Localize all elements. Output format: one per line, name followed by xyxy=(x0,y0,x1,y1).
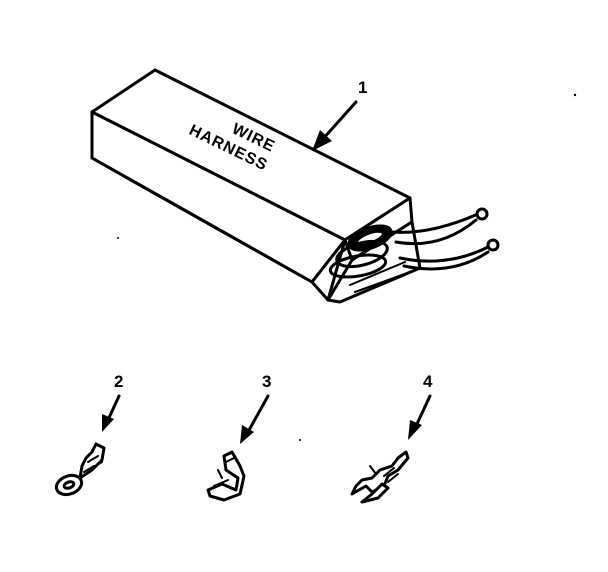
callout-number-2: 2 xyxy=(114,372,123,391)
ring-terminal xyxy=(54,442,106,497)
callout-4-arrowhead xyxy=(408,420,422,440)
callout-number-1: 1 xyxy=(358,78,367,97)
callout-1-arrowhead xyxy=(312,130,332,151)
scan-specks xyxy=(117,93,577,441)
coiled-wires xyxy=(328,207,500,293)
flag-terminal xyxy=(206,450,246,502)
callout-number-4: 4 xyxy=(423,372,433,391)
callout-3-arrowhead xyxy=(240,425,254,444)
callout-2: 2 xyxy=(102,372,123,432)
callout-2-arrowhead xyxy=(102,414,114,432)
callout-3: 3 xyxy=(240,372,271,444)
callout-number-3: 3 xyxy=(262,372,271,391)
wire-harness-box: WIRE HARNESS xyxy=(90,68,500,304)
callout-4: 4 xyxy=(408,372,433,440)
spade-terminal xyxy=(350,450,410,504)
callout-1: 1 xyxy=(312,78,367,151)
